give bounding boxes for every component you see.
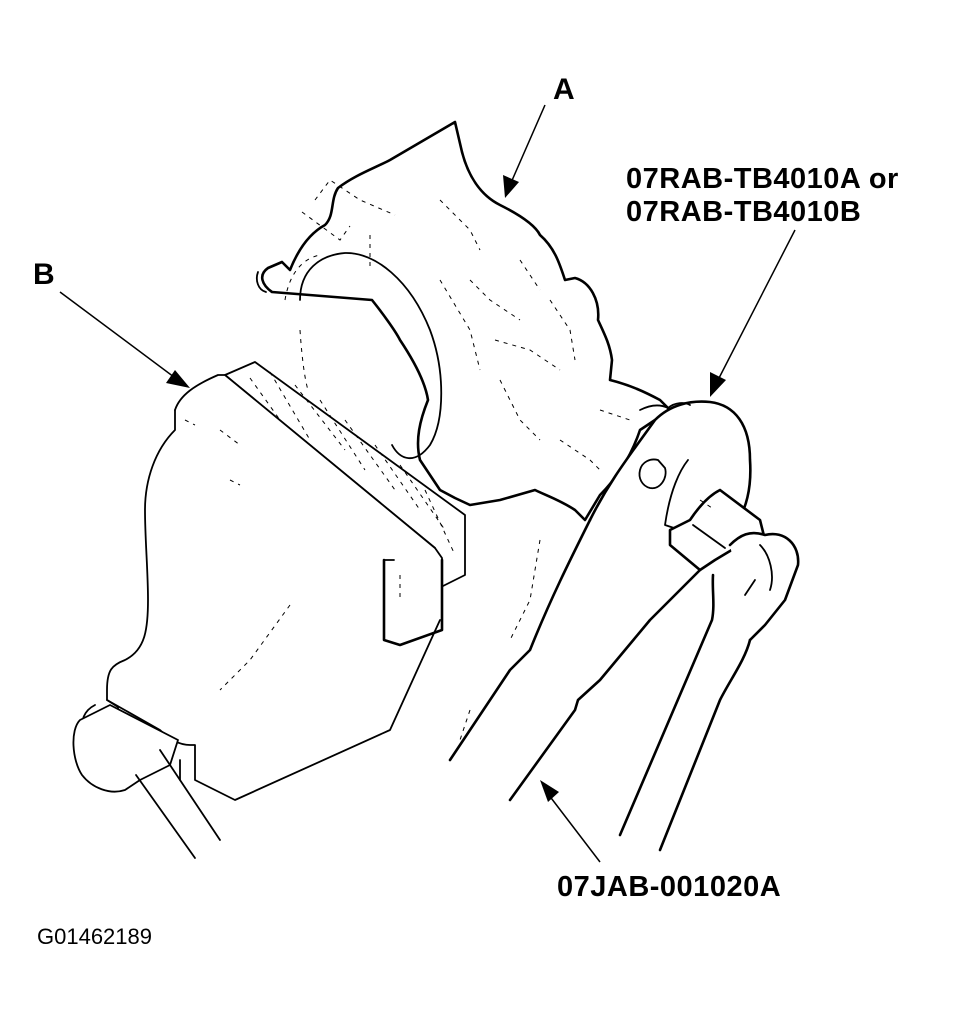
bench-vise: [72, 374, 444, 859]
leader-a: [503, 104, 546, 198]
leader-handle: [540, 780, 601, 863]
callout-label-b: B: [33, 258, 55, 291]
callout-label-handle: 07JAB-001020A: [557, 871, 782, 903]
leader-b: [59, 291, 190, 388]
handle-tool: [618, 488, 800, 852]
leader-locknut-wrench: [710, 229, 796, 397]
gearbox-housing: [255, 120, 672, 522]
callout-label-a: A: [553, 73, 575, 106]
callout-label-locknut-wrench-line2: 07RAB-TB4010B: [626, 196, 862, 228]
figure-id-code: G01462189: [37, 924, 152, 949]
callout-label-locknut-wrench-line1: 07RAB-TB4010A or: [626, 163, 899, 195]
locknut-wrench: [448, 400, 752, 802]
